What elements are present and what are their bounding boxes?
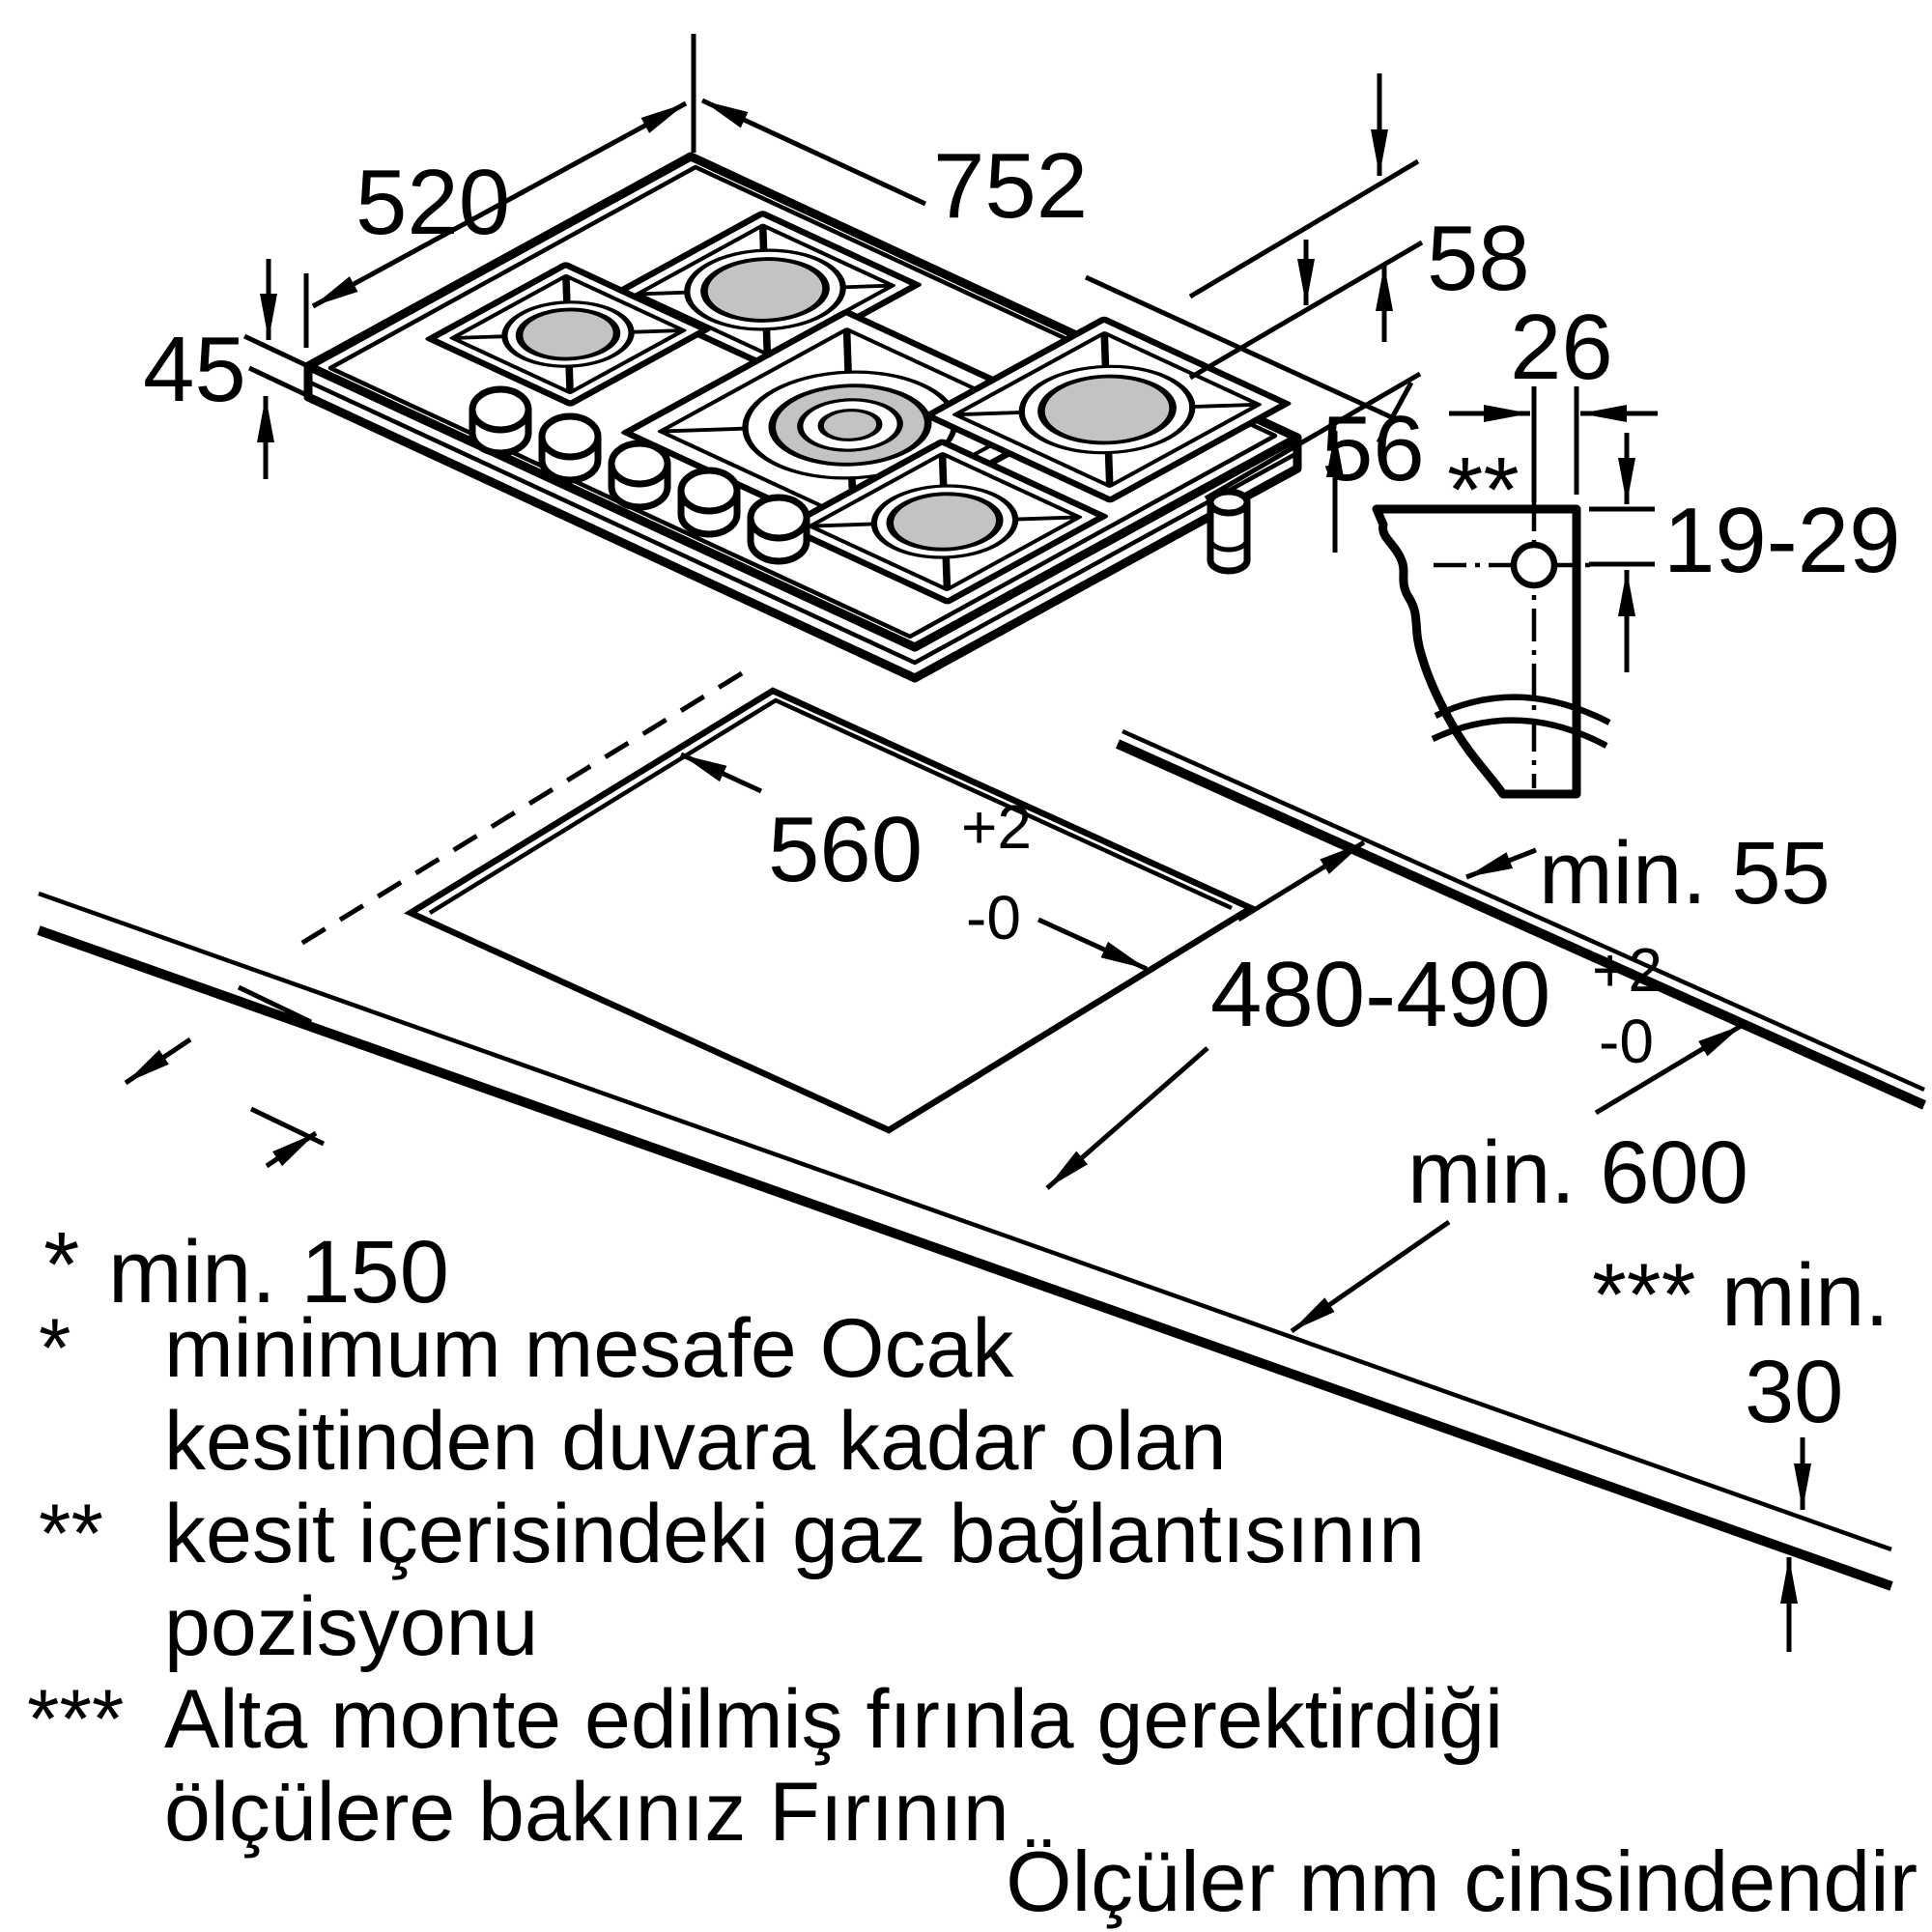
dim-560-arrow-right bbox=[1037, 917, 1149, 972]
dim-19-29-label: 19-29 bbox=[1663, 489, 1901, 592]
dim-58-label: 58 bbox=[1427, 207, 1530, 310]
dim-min600-label: min. 600 bbox=[1407, 1123, 1748, 1222]
dim-min30-value: 30 bbox=[1745, 1343, 1843, 1441]
dim-45-tick-top bbox=[242, 333, 312, 370]
dim-520-line bbox=[311, 100, 688, 309]
units-note: Ölçüler mm cinsindendir bbox=[1006, 1833, 1918, 1929]
worktop-drawing bbox=[0, 670, 1927, 1652]
footnote-3-line-2: ölçülere bakınız Fırının bbox=[164, 1766, 1009, 1859]
dim-752-end-tick bbox=[1376, 381, 1414, 444]
dim-min55-leader bbox=[1465, 847, 1537, 880]
control-knobs bbox=[469, 385, 810, 565]
dim-560-line-left bbox=[0, 754, 761, 791]
hob-dimensions bbox=[242, 34, 1424, 553]
footnote-3-marker: *** bbox=[27, 1673, 124, 1766]
dim-560-label: 560 bbox=[768, 798, 923, 901]
footnote-3-line-1: Alta monte edilmiş fırınla gerektirdiği bbox=[164, 1673, 1503, 1766]
burner-right-large bbox=[923, 316, 1292, 503]
footnote-1-marker: * bbox=[39, 1302, 71, 1395]
footnote-2-line-2: pozisyonu bbox=[164, 1580, 538, 1673]
dim-min600-arrow-upper bbox=[1594, 1022, 1745, 1116]
burner-cap bbox=[515, 307, 621, 361]
dim-752-label: 752 bbox=[933, 134, 1088, 238]
footnotes: * minimum mesafe Ocak kesitinden duvara … bbox=[27, 1302, 1918, 1929]
dim-min30-marker: *** bbox=[1592, 1246, 1695, 1345]
ext-line-grate-top bbox=[1188, 158, 1420, 299]
dim-480-490-tol-plus: +2 bbox=[1592, 935, 1662, 1005]
gas-connection-detail bbox=[1372, 386, 1658, 799]
burner-front-centre bbox=[781, 439, 1109, 605]
footnote-1-line-1: minimum mesafe Ocak bbox=[164, 1302, 1014, 1395]
dim-min30-min-label: min. bbox=[1721, 1246, 1889, 1345]
dim-480-490-arrow-upper bbox=[1236, 839, 1366, 923]
dim-480-490-label: 480-490 bbox=[1210, 943, 1550, 1046]
worktop-front-edge-top bbox=[38, 891, 1892, 1552]
dim-min150-arrow-a bbox=[124, 1037, 192, 1086]
dim-min150-marker: * bbox=[43, 1213, 79, 1317]
burner-cap bbox=[1037, 374, 1177, 445]
dim-560-arrow-left bbox=[679, 752, 763, 794]
gas-pipe bbox=[1207, 488, 1251, 575]
dim-520-label: 520 bbox=[355, 151, 510, 254]
footnote-2-marker: ** bbox=[39, 1488, 103, 1580]
dim-min150-label: min. 150 bbox=[108, 1223, 449, 1321]
dim-min150-tick-b bbox=[249, 1106, 326, 1147]
dim-45-tick-bottom bbox=[247, 365, 317, 402]
hob-body-midline bbox=[305, 379, 1300, 666]
break-line-upper bbox=[1434, 694, 1611, 725]
worktop-back-edge-bottom bbox=[1115, 739, 1927, 1110]
ext-line-body-bottom bbox=[1204, 371, 1422, 501]
gas-position-marker: ** bbox=[1447, 439, 1520, 542]
worktop-front-edge-bottom bbox=[37, 925, 1893, 1591]
cutout-outline bbox=[404, 687, 1258, 1134]
dim-min600-arrow-lower bbox=[1290, 1219, 1451, 1334]
cutout-inner-line bbox=[428, 697, 1233, 915]
dim-min55-label: min. 55 bbox=[1539, 824, 1831, 923]
dim-752-line-a bbox=[700, 98, 927, 207]
dim-45-label: 45 bbox=[143, 318, 246, 421]
dim-56-label: 56 bbox=[1321, 397, 1425, 500]
footnote-1-line-2: kesitinden duvara kadar olan bbox=[164, 1395, 1227, 1488]
burner-cap bbox=[700, 257, 830, 323]
footnote-2-line-1: kesit içerisindeki gaz bağlantısının bbox=[164, 1488, 1425, 1580]
break-line-lower bbox=[1431, 717, 1608, 749]
burner-cap bbox=[886, 492, 1004, 552]
dim-26-label: 26 bbox=[1510, 296, 1613, 399]
projection-dashed-line bbox=[288, 670, 744, 953]
dim-min150-tick-a bbox=[237, 984, 313, 1025]
dim-480-490-arrow-lower bbox=[1045, 1046, 1209, 1190]
dim-560-tol-minus: -0 bbox=[966, 883, 1021, 952]
worktop-back-edge-top bbox=[1122, 728, 1925, 1093]
dim-560-tol-plus: +2 bbox=[961, 792, 1032, 862]
gas-hole bbox=[1510, 541, 1558, 589]
dim-min150-arrow-b bbox=[265, 1130, 318, 1169]
dim-480-490-tol-minus: -0 bbox=[1599, 1007, 1654, 1076]
